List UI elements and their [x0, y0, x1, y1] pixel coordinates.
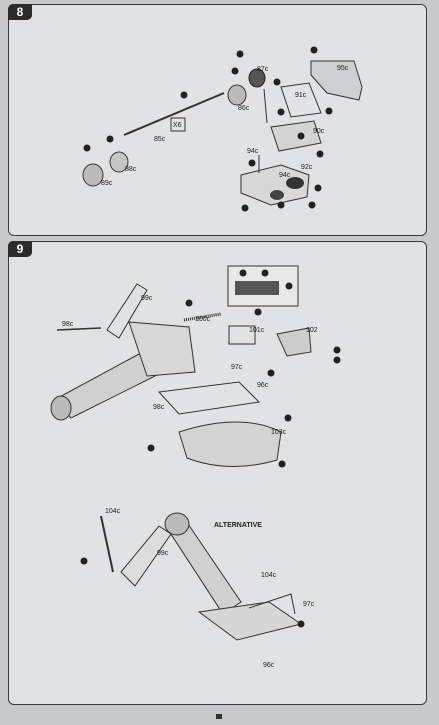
part-97c-alt: [248, 593, 296, 615]
svg-text:96c: 96c: [257, 382, 269, 389]
svg-text:100c: 100c: [195, 316, 211, 323]
mount-91c-shape: [280, 82, 322, 118]
svg-text:95c: 95c: [337, 65, 349, 72]
svg-text:97c: 97c: [303, 601, 315, 608]
part-99c-upper: [106, 283, 148, 339]
step-9-panel: 9 99c 98c 100c 101c 102 97c 96c 98c: [8, 241, 427, 705]
callout-bubbles: [83, 46, 333, 212]
svg-text:97c: 97c: [231, 364, 243, 371]
part-102-block: [276, 327, 312, 357]
svg-text:98c: 98c: [62, 321, 74, 328]
svg-text:94c: 94c: [247, 148, 259, 155]
gear-disc-88c: [109, 151, 129, 173]
svg-text:96c: 96c: [263, 662, 275, 669]
part-101c-plate: [228, 325, 256, 345]
svg-text:102: 102: [306, 327, 318, 334]
gun-body-upper: [128, 321, 196, 377]
svg-text:86c: 86c: [238, 105, 250, 112]
part-95c-shape: [310, 60, 363, 101]
pedestal-103c: [178, 421, 282, 467]
svg-text:91c: 91c: [295, 92, 307, 99]
svg-text:87c: 87c: [257, 66, 269, 73]
mount-90c-shape: [270, 120, 322, 152]
svg-text:104c: 104c: [261, 572, 277, 579]
base-92c-shape: [240, 164, 310, 206]
gear-disc-87c: [248, 68, 266, 88]
svg-text:104c: 104c: [105, 508, 121, 515]
svg-text:90c: 90c: [313, 128, 325, 135]
step-8-panel: 8 X6 87c 86c 95c 9: [8, 4, 427, 236]
svg-text:89c: 89c: [101, 180, 113, 187]
part-100c-strip: [183, 312, 222, 322]
svg-text:85c: 85c: [154, 136, 166, 143]
svg-text:88c: 88c: [125, 166, 137, 173]
step-9-number: 9: [8, 241, 32, 257]
multiplier-label: X6: [173, 122, 182, 129]
step-9-drawing: 99c 98c 100c 101c 102 97c 96c 98c 103c A…: [50, 265, 341, 669]
gear-disc-89c: [82, 163, 104, 187]
svg-text:99c: 99c: [141, 295, 153, 302]
svg-text:103c: 103c: [271, 429, 287, 436]
step-8-drawing: X6 87c 86c 95c 91c 90c 85c 88c 89c: [82, 46, 363, 212]
svg-text:99c: 99c: [157, 550, 169, 557]
gear-disc-86c: [227, 84, 247, 106]
step-8-number: 8: [8, 4, 32, 20]
page-mark: [216, 714, 222, 719]
svg-text:94c: 94c: [279, 172, 291, 179]
alternative-title: ALTERNATIVE: [214, 522, 262, 529]
svg-text:98c: 98c: [153, 404, 165, 411]
svg-text:92c: 92c: [301, 164, 313, 171]
svg-text:101c: 101c: [249, 327, 265, 334]
